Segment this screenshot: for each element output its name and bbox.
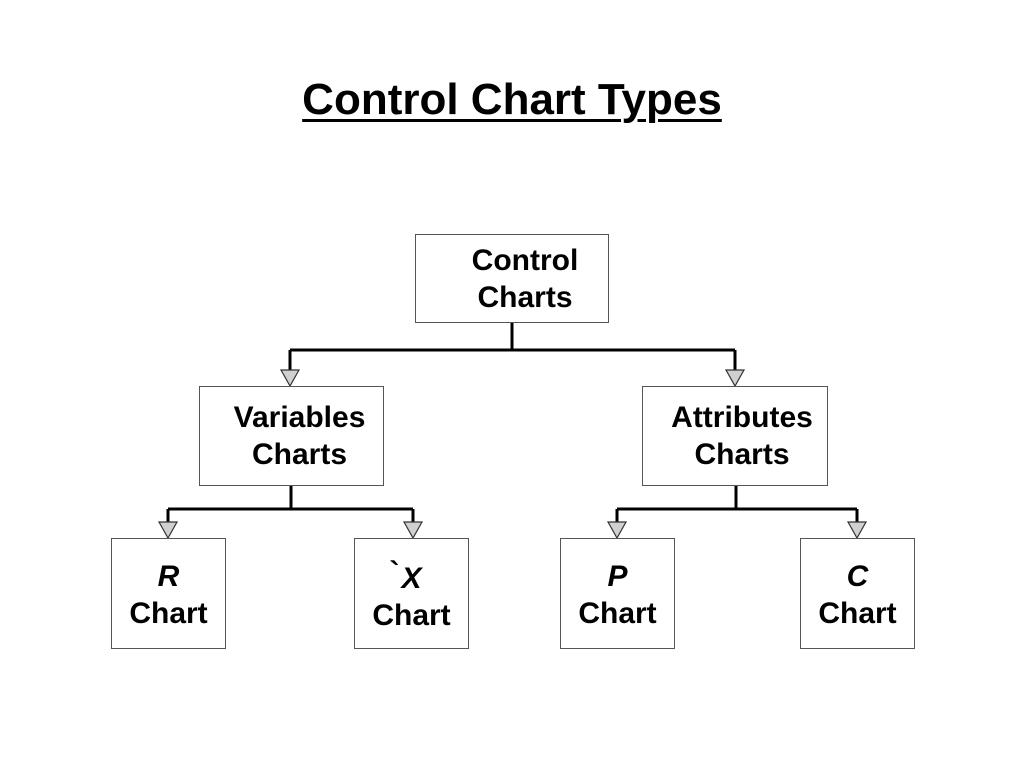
node-r-chart-label: Chart	[129, 597, 208, 630]
node-r-chart: R Chart	[111, 538, 226, 649]
node-r-chart-symbol: R	[157, 560, 180, 593]
node-attributes-charts-line1: Attributes	[671, 401, 813, 434]
node-control-charts-line2: Charts	[477, 281, 573, 314]
arrowhead-x-chart	[402, 521, 424, 540]
arrowhead-p-chart	[606, 521, 628, 540]
node-c-chart-symbol: C	[846, 560, 869, 593]
slide-title-text: Control Chart Types	[302, 75, 722, 124]
node-control-charts: Control Charts	[415, 234, 609, 323]
node-c-chart-label: Chart	[818, 597, 897, 630]
node-x-chart-label: Chart	[372, 599, 451, 632]
node-p-chart-symbol: P	[607, 560, 628, 593]
node-c-chart: C Chart	[800, 538, 915, 649]
node-p-chart-label: Chart	[578, 597, 657, 630]
arrowhead-c-chart	[846, 521, 868, 540]
node-attributes-charts-line2: Charts	[694, 438, 790, 471]
arrowhead-attributes	[724, 369, 746, 388]
node-x-chart: X Chart	[354, 538, 469, 649]
node-variables-charts: Variables Charts	[199, 386, 384, 486]
arrowhead-variables	[279, 369, 301, 388]
node-variables-charts-line1: Variables	[233, 401, 366, 434]
node-attributes-charts: Attributes Charts	[642, 386, 828, 486]
slide-title: Control Chart Types	[0, 70, 1024, 130]
node-p-chart: P Chart	[560, 538, 675, 649]
arrowhead-r-chart	[157, 521, 179, 540]
node-x-chart-symbol-wrap: X	[355, 554, 468, 597]
node-x-chart-symbol: X	[389, 554, 421, 597]
node-control-charts-line1: Control	[471, 244, 579, 277]
node-variables-charts-line2: Charts	[251, 438, 348, 471]
